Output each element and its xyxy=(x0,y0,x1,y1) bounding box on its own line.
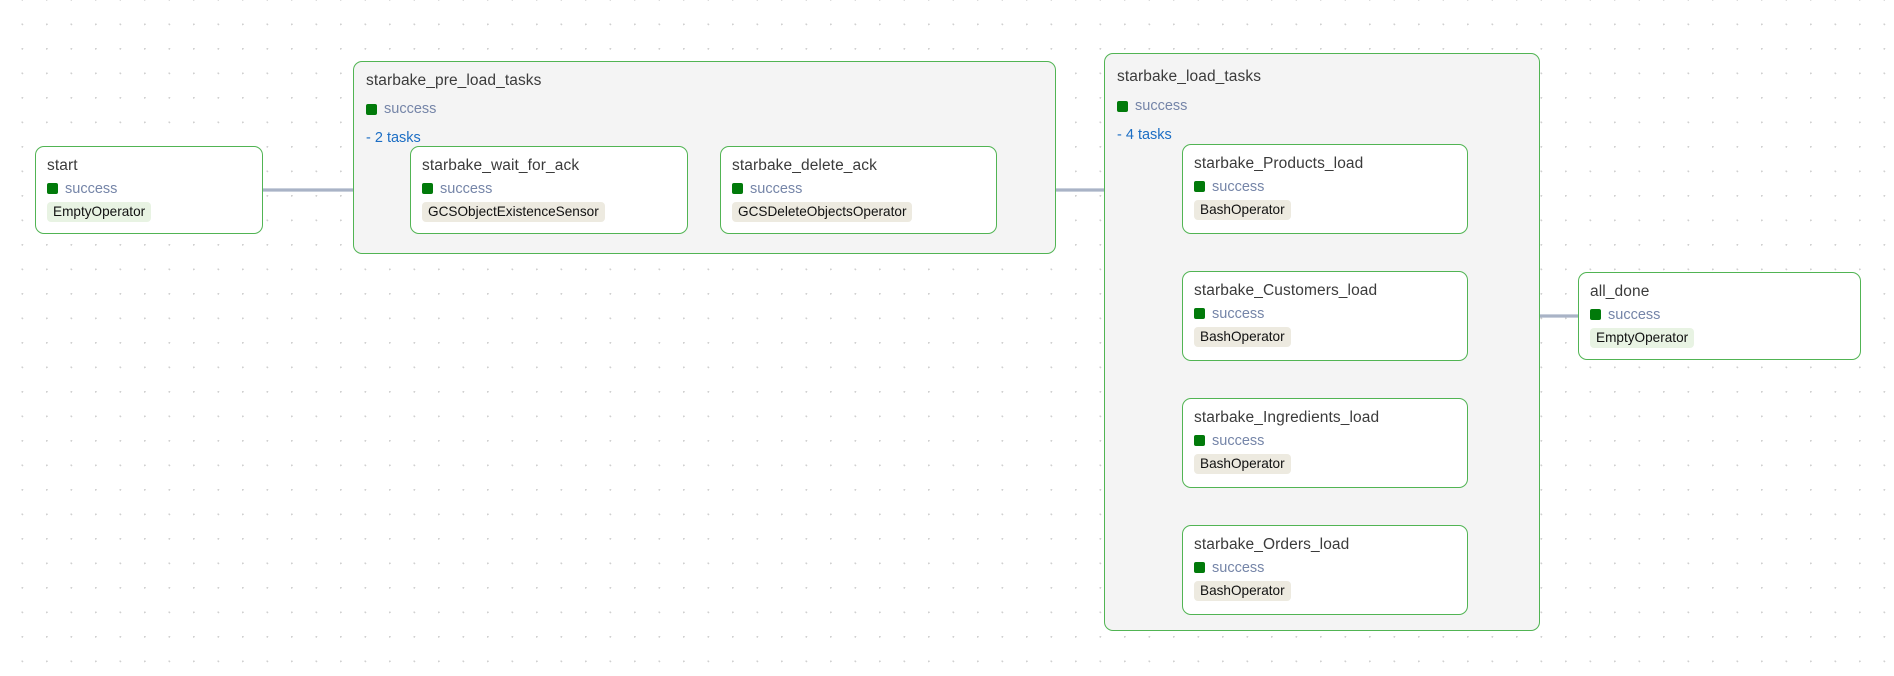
task-group-pre-load-status-label: success xyxy=(384,101,437,117)
task-group-load-status: success xyxy=(1117,98,1187,114)
task-node-delete-ack-title: starbake_delete_ack xyxy=(732,157,877,174)
task-node-delete-ack-status: success xyxy=(732,181,985,197)
task-group-pre-load-count[interactable]: - 2 tasks xyxy=(366,130,421,146)
status-square-icon xyxy=(1194,562,1205,574)
task-node-products-load-operator: BashOperator xyxy=(1194,199,1291,220)
task-group-load-title: starbake_load_tasks xyxy=(1117,68,1262,85)
status-square-icon xyxy=(1590,309,1601,321)
task-node-orders-load-operator: BashOperator xyxy=(1194,580,1291,601)
task-node-all-done-title: all_done xyxy=(1590,283,1650,300)
status-square-icon xyxy=(1194,435,1205,447)
status-square-icon xyxy=(47,183,58,195)
task-node-all-done-operator: EmptyOperator xyxy=(1590,327,1695,348)
task-node-ingredients-load-title: starbake_Ingredients_load xyxy=(1194,409,1380,426)
task-node-all-done-status: success xyxy=(1590,307,1849,323)
task-node-orders-load-status-label: success xyxy=(1212,559,1265,576)
task-node-delete-ack[interactable]: starbake_delete_ack success GCSDeleteObj… xyxy=(720,146,997,234)
task-node-ingredients-load-status: success xyxy=(1194,433,1456,449)
status-square-icon xyxy=(732,183,743,195)
task-node-wait-for-ack-title: starbake_wait_for_ack xyxy=(422,157,580,174)
task-node-delete-ack-operator: GCSDeleteObjectsOperator xyxy=(732,201,913,222)
task-node-ingredients-load-operator: BashOperator xyxy=(1194,453,1291,474)
task-group-pre-load-status: success xyxy=(366,101,436,117)
task-node-wait-for-ack-status-label: success xyxy=(440,180,493,197)
task-node-start-title: start xyxy=(47,157,78,174)
task-node-customers-load[interactable]: starbake_Customers_load success BashOper… xyxy=(1182,271,1468,361)
task-node-wait-for-ack[interactable]: starbake_wait_for_ack success GCSObjectE… xyxy=(410,146,688,234)
task-group-load-status-label: success xyxy=(1135,98,1188,114)
task-group-load-count[interactable]: - 4 tasks xyxy=(1117,127,1172,143)
task-node-orders-load-title: starbake_Orders_load xyxy=(1194,536,1350,553)
task-node-wait-for-ack-status: success xyxy=(422,181,676,197)
status-square-icon xyxy=(366,103,377,115)
task-node-orders-load-status: success xyxy=(1194,560,1456,576)
task-node-wait-for-ack-operator: GCSObjectExistenceSensor xyxy=(422,201,605,222)
task-node-delete-ack-status-label: success xyxy=(750,180,803,197)
task-group-pre-load-title: starbake_pre_load_tasks xyxy=(366,72,542,89)
status-square-icon xyxy=(1194,181,1205,193)
task-node-ingredients-load[interactable]: starbake_Ingredients_load success BashOp… xyxy=(1182,398,1468,488)
status-square-icon xyxy=(1117,100,1128,112)
task-node-products-load-status-label: success xyxy=(1212,178,1265,195)
task-node-products-load[interactable]: starbake_Products_load success BashOpera… xyxy=(1182,144,1468,234)
task-node-products-load-status: success xyxy=(1194,179,1456,195)
task-node-all-done[interactable]: all_done success EmptyOperator xyxy=(1578,272,1861,360)
task-node-products-load-title: starbake_Products_load xyxy=(1194,155,1364,172)
task-node-customers-load-operator: BashOperator xyxy=(1194,326,1291,347)
status-square-icon xyxy=(422,183,433,195)
task-node-all-done-status-label: success xyxy=(1608,306,1661,323)
task-node-customers-load-title: starbake_Customers_load xyxy=(1194,282,1378,299)
status-square-icon xyxy=(1194,308,1205,320)
task-node-customers-load-status: success xyxy=(1194,306,1456,322)
task-node-start-status-label: success xyxy=(65,180,118,197)
task-node-start-operator: EmptyOperator xyxy=(47,201,152,222)
task-node-customers-load-status-label: success xyxy=(1212,305,1265,322)
task-node-start[interactable]: start success EmptyOperator xyxy=(35,146,263,234)
task-node-ingredients-load-status-label: success xyxy=(1212,432,1265,449)
task-node-orders-load[interactable]: starbake_Orders_load success BashOperato… xyxy=(1182,525,1468,615)
task-node-start-status: success xyxy=(47,181,251,197)
